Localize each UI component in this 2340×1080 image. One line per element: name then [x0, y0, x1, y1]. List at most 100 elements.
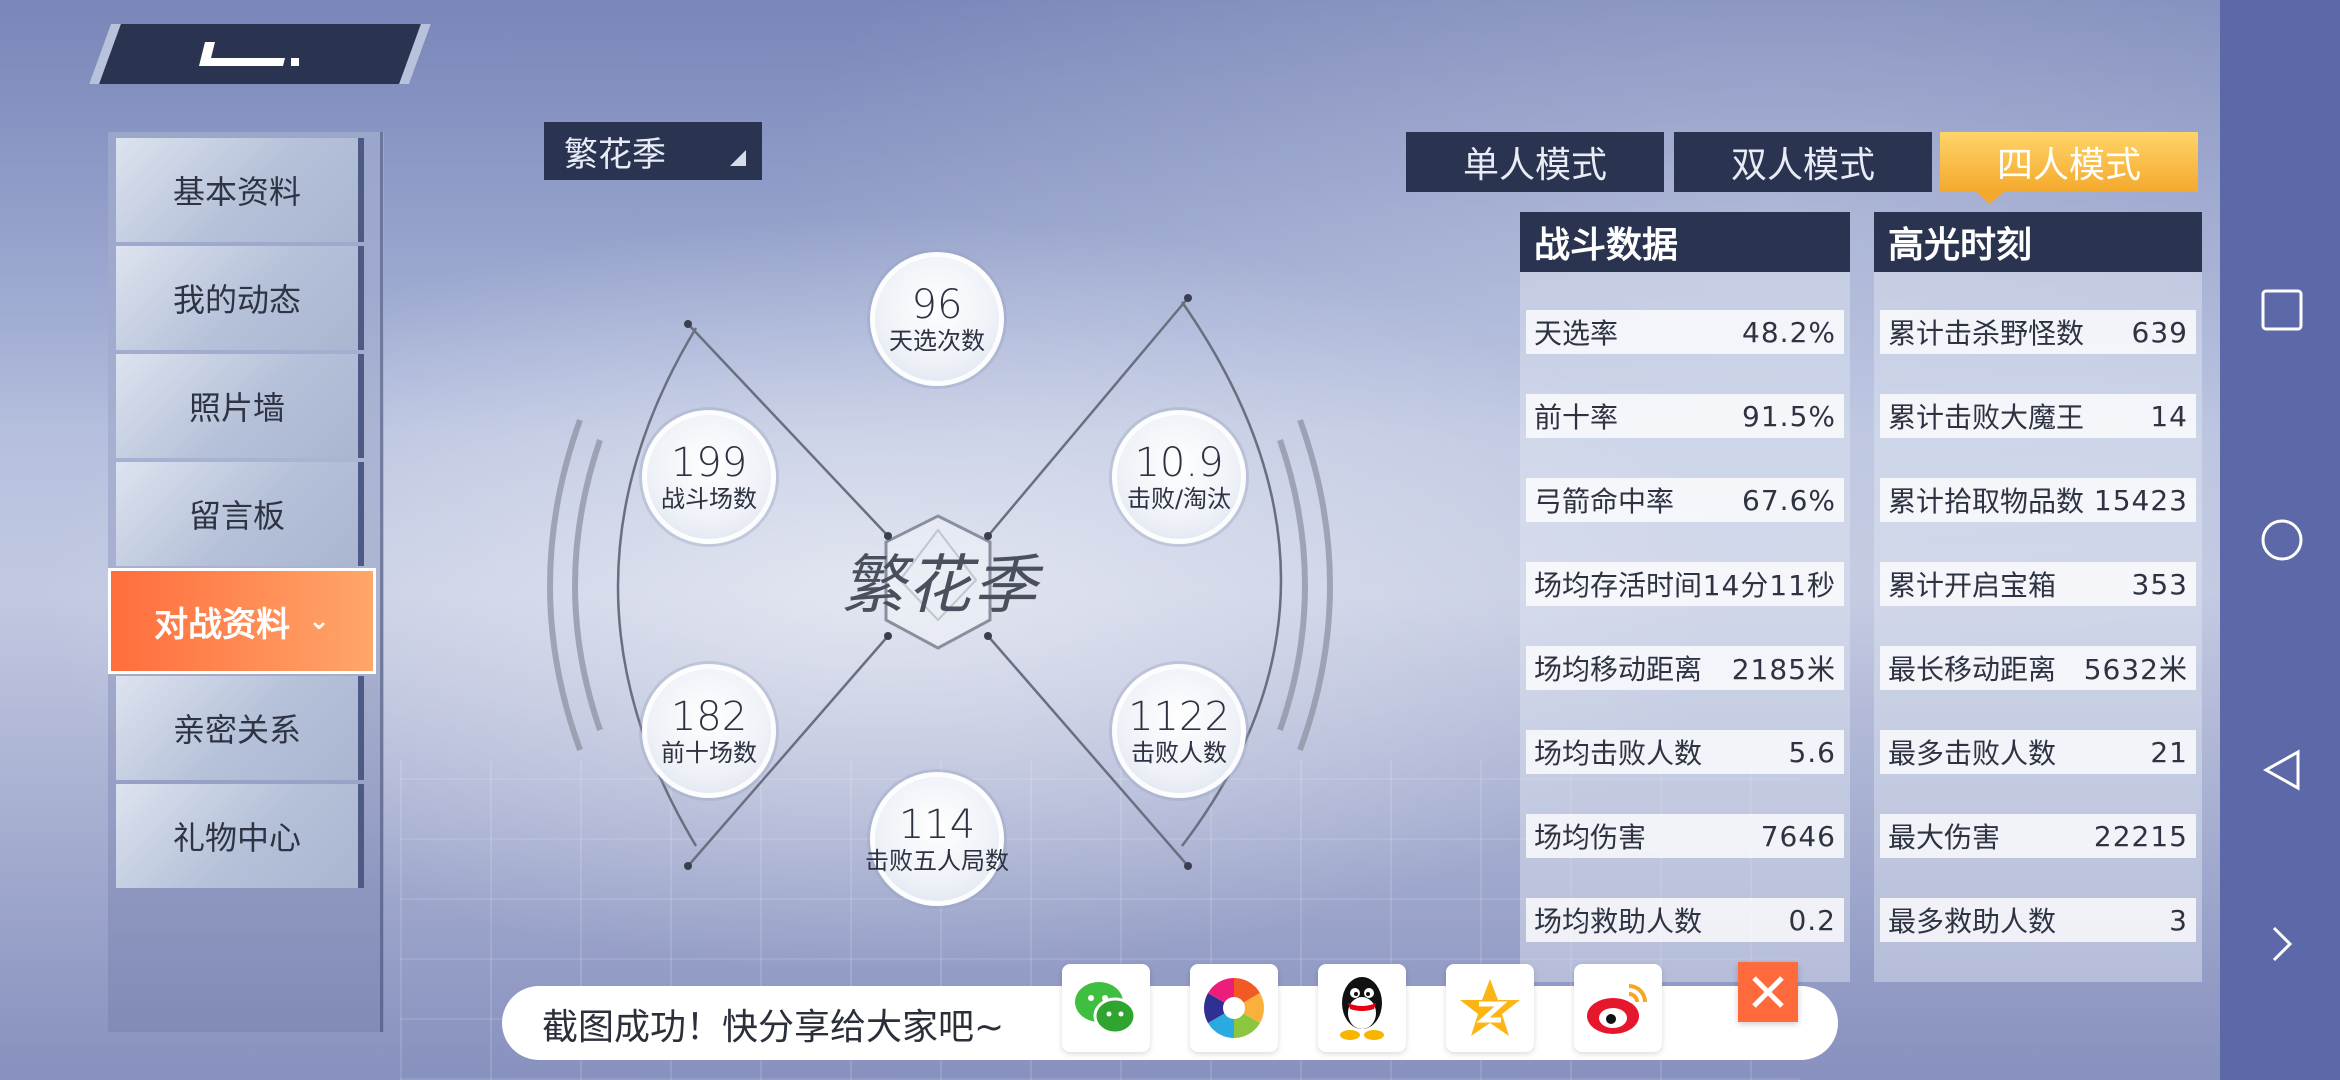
row-value: 5.6 [1788, 735, 1836, 769]
nav-item-label: 照片墙 [188, 389, 285, 427]
nav-item-gift-center[interactable]: 礼物中心 [116, 784, 364, 888]
row-label: 累计拾取物品数 [1888, 485, 2085, 518]
row-value: 353 [2131, 567, 2188, 601]
nav-item-intimacy[interactable]: 亲密关系 [116, 676, 364, 780]
recent-apps-icon[interactable] [2260, 288, 2304, 332]
row-value: 14分11秒 [1702, 569, 1836, 602]
stat-label: 击败五人局数 [865, 847, 1009, 875]
table-row: 累计击杀野怪数 639 [1880, 310, 2196, 354]
row-value: 5632米 [2083, 653, 2188, 686]
stat-bubble-five-kill-games: 114 击败五人局数 [865, 772, 1009, 906]
row-label: 场均移动距离 [1534, 653, 1703, 686]
chevron-right-icon[interactable] [2260, 922, 2304, 966]
nav-item-my-activity[interactable]: 我的动态 [116, 246, 364, 350]
row-value: 15423 [2093, 483, 2188, 517]
table-row: 场均移动距离 2185米 [1526, 646, 1844, 690]
nav-item-label: 基本资料 [172, 173, 301, 211]
stat-bubble-battles: 199 战斗场数 [642, 410, 776, 544]
weibo-icon[interactable] [1574, 964, 1662, 1052]
row-label: 累计击杀野怪数 [1888, 317, 2085, 350]
active-tab-indicator [1974, 190, 2006, 204]
nav-item-label: 对战资料 [154, 604, 291, 645]
nav-item-battle-record[interactable]: 对战资料 ⌄ [108, 568, 376, 674]
back-icon[interactable] [2260, 748, 2304, 792]
row-value: 67.6% [1742, 483, 1836, 517]
row-label: 场均击败人数 [1534, 737, 1703, 770]
stat-label: 战斗场数 [661, 485, 757, 513]
row-label: 最大伤害 [1888, 821, 2001, 854]
table-row: 累计开启宝箱 353 [1880, 562, 2196, 606]
stat-bubble-chosen-count: 96 天选次数 [870, 252, 1004, 386]
tab-squad-mode[interactable]: 四人模式 [1940, 132, 2198, 192]
row-value: 0.2 [1788, 903, 1836, 937]
row-value: 91.5% [1742, 399, 1836, 433]
stat-bubble-kills: 1122 击败人数 [1112, 664, 1246, 798]
table-title: 高光时刻 [1874, 212, 2202, 272]
row-label: 弓箭命中率 [1534, 485, 1675, 518]
nav-item-photo-wall[interactable]: 照片墙 [116, 354, 364, 458]
stat-value: 1122 [1128, 694, 1230, 740]
nav-item-label: 礼物中心 [172, 819, 301, 857]
row-value: 2185米 [1731, 653, 1836, 686]
nav-divider [380, 132, 383, 1032]
qzone-icon[interactable] [1446, 964, 1534, 1052]
season-dropdown-value: 繁花季 [564, 134, 666, 175]
dropdown-arrow-icon [730, 150, 746, 166]
row-label: 场均存活时间 [1534, 569, 1703, 602]
row-label: 天选率 [1534, 317, 1619, 350]
stat-value: 96 [911, 282, 963, 328]
tab-label: 四人模式 [1996, 145, 2141, 186]
stat-value: 199 [670, 440, 748, 486]
stat-value: 114 [898, 802, 976, 848]
season-center-title: 繁花季 [841, 549, 1039, 623]
tab-label: 双人模式 [1730, 145, 1875, 186]
qq-icon[interactable] [1318, 964, 1406, 1052]
season-dropdown[interactable]: 繁花季 [544, 122, 762, 180]
nav-item-label: 留言板 [188, 497, 285, 535]
stat-value: 10.9 [1134, 440, 1224, 486]
tab-solo-mode[interactable]: 单人模式 [1406, 132, 1664, 192]
stat-label: 天选次数 [889, 327, 985, 355]
share-message: 截图成功！快分享给大家吧~ [542, 1007, 1005, 1048]
close-button[interactable] [1738, 962, 1798, 1022]
stat-bubble-top10: 182 前十场数 [642, 664, 776, 798]
row-label: 最长移动距离 [1888, 653, 2057, 686]
tab-label: 单人模式 [1462, 145, 1607, 186]
nav-item-label: 我的动态 [172, 281, 301, 319]
stat-bubble-kd: 10.9 击败/淘汰 [1112, 410, 1246, 544]
table-row: 场均击败人数 5.6 [1526, 730, 1844, 774]
table-row: 前十率 91.5% [1526, 394, 1844, 438]
system-nav-bar [2220, 0, 2340, 1080]
row-value: 14 [2150, 399, 2188, 433]
nav-item-message-board[interactable]: 留言板 [116, 462, 364, 566]
chevron-down-icon: ⌄ [308, 606, 330, 636]
row-value: 639 [2131, 315, 2188, 349]
table-row: 天选率 48.2% [1526, 310, 1844, 354]
row-label: 累计击败大魔王 [1888, 401, 2085, 434]
moments-icon[interactable] [1190, 964, 1278, 1052]
row-value: 48.2% [1742, 315, 1836, 349]
row-value: 21 [2150, 735, 2188, 769]
row-label: 前十率 [1534, 401, 1619, 434]
stat-label: 前十场数 [661, 739, 757, 767]
tab-duo-mode[interactable]: 双人模式 [1674, 132, 1932, 192]
stat-label: 击败/淘汰 [1126, 485, 1232, 513]
nav-item-basic-info[interactable]: 基本资料 [116, 138, 364, 242]
home-icon[interactable] [2260, 518, 2304, 562]
row-value: 22215 [2093, 819, 2188, 853]
row-label: 场均伤害 [1534, 821, 1647, 854]
stat-label: 击败人数 [1131, 739, 1227, 767]
table-row: 最长移动距离 5632米 [1880, 646, 2196, 690]
game-logo-icon [199, 42, 299, 66]
wechat-icon[interactable] [1062, 964, 1150, 1052]
stat-value: 182 [670, 694, 748, 740]
row-value: 3 [2169, 903, 2188, 937]
row-value: 7646 [1760, 819, 1836, 853]
table-row: 累计击败大魔王 14 [1880, 394, 2196, 438]
row-label: 累计开启宝箱 [1888, 569, 2057, 602]
